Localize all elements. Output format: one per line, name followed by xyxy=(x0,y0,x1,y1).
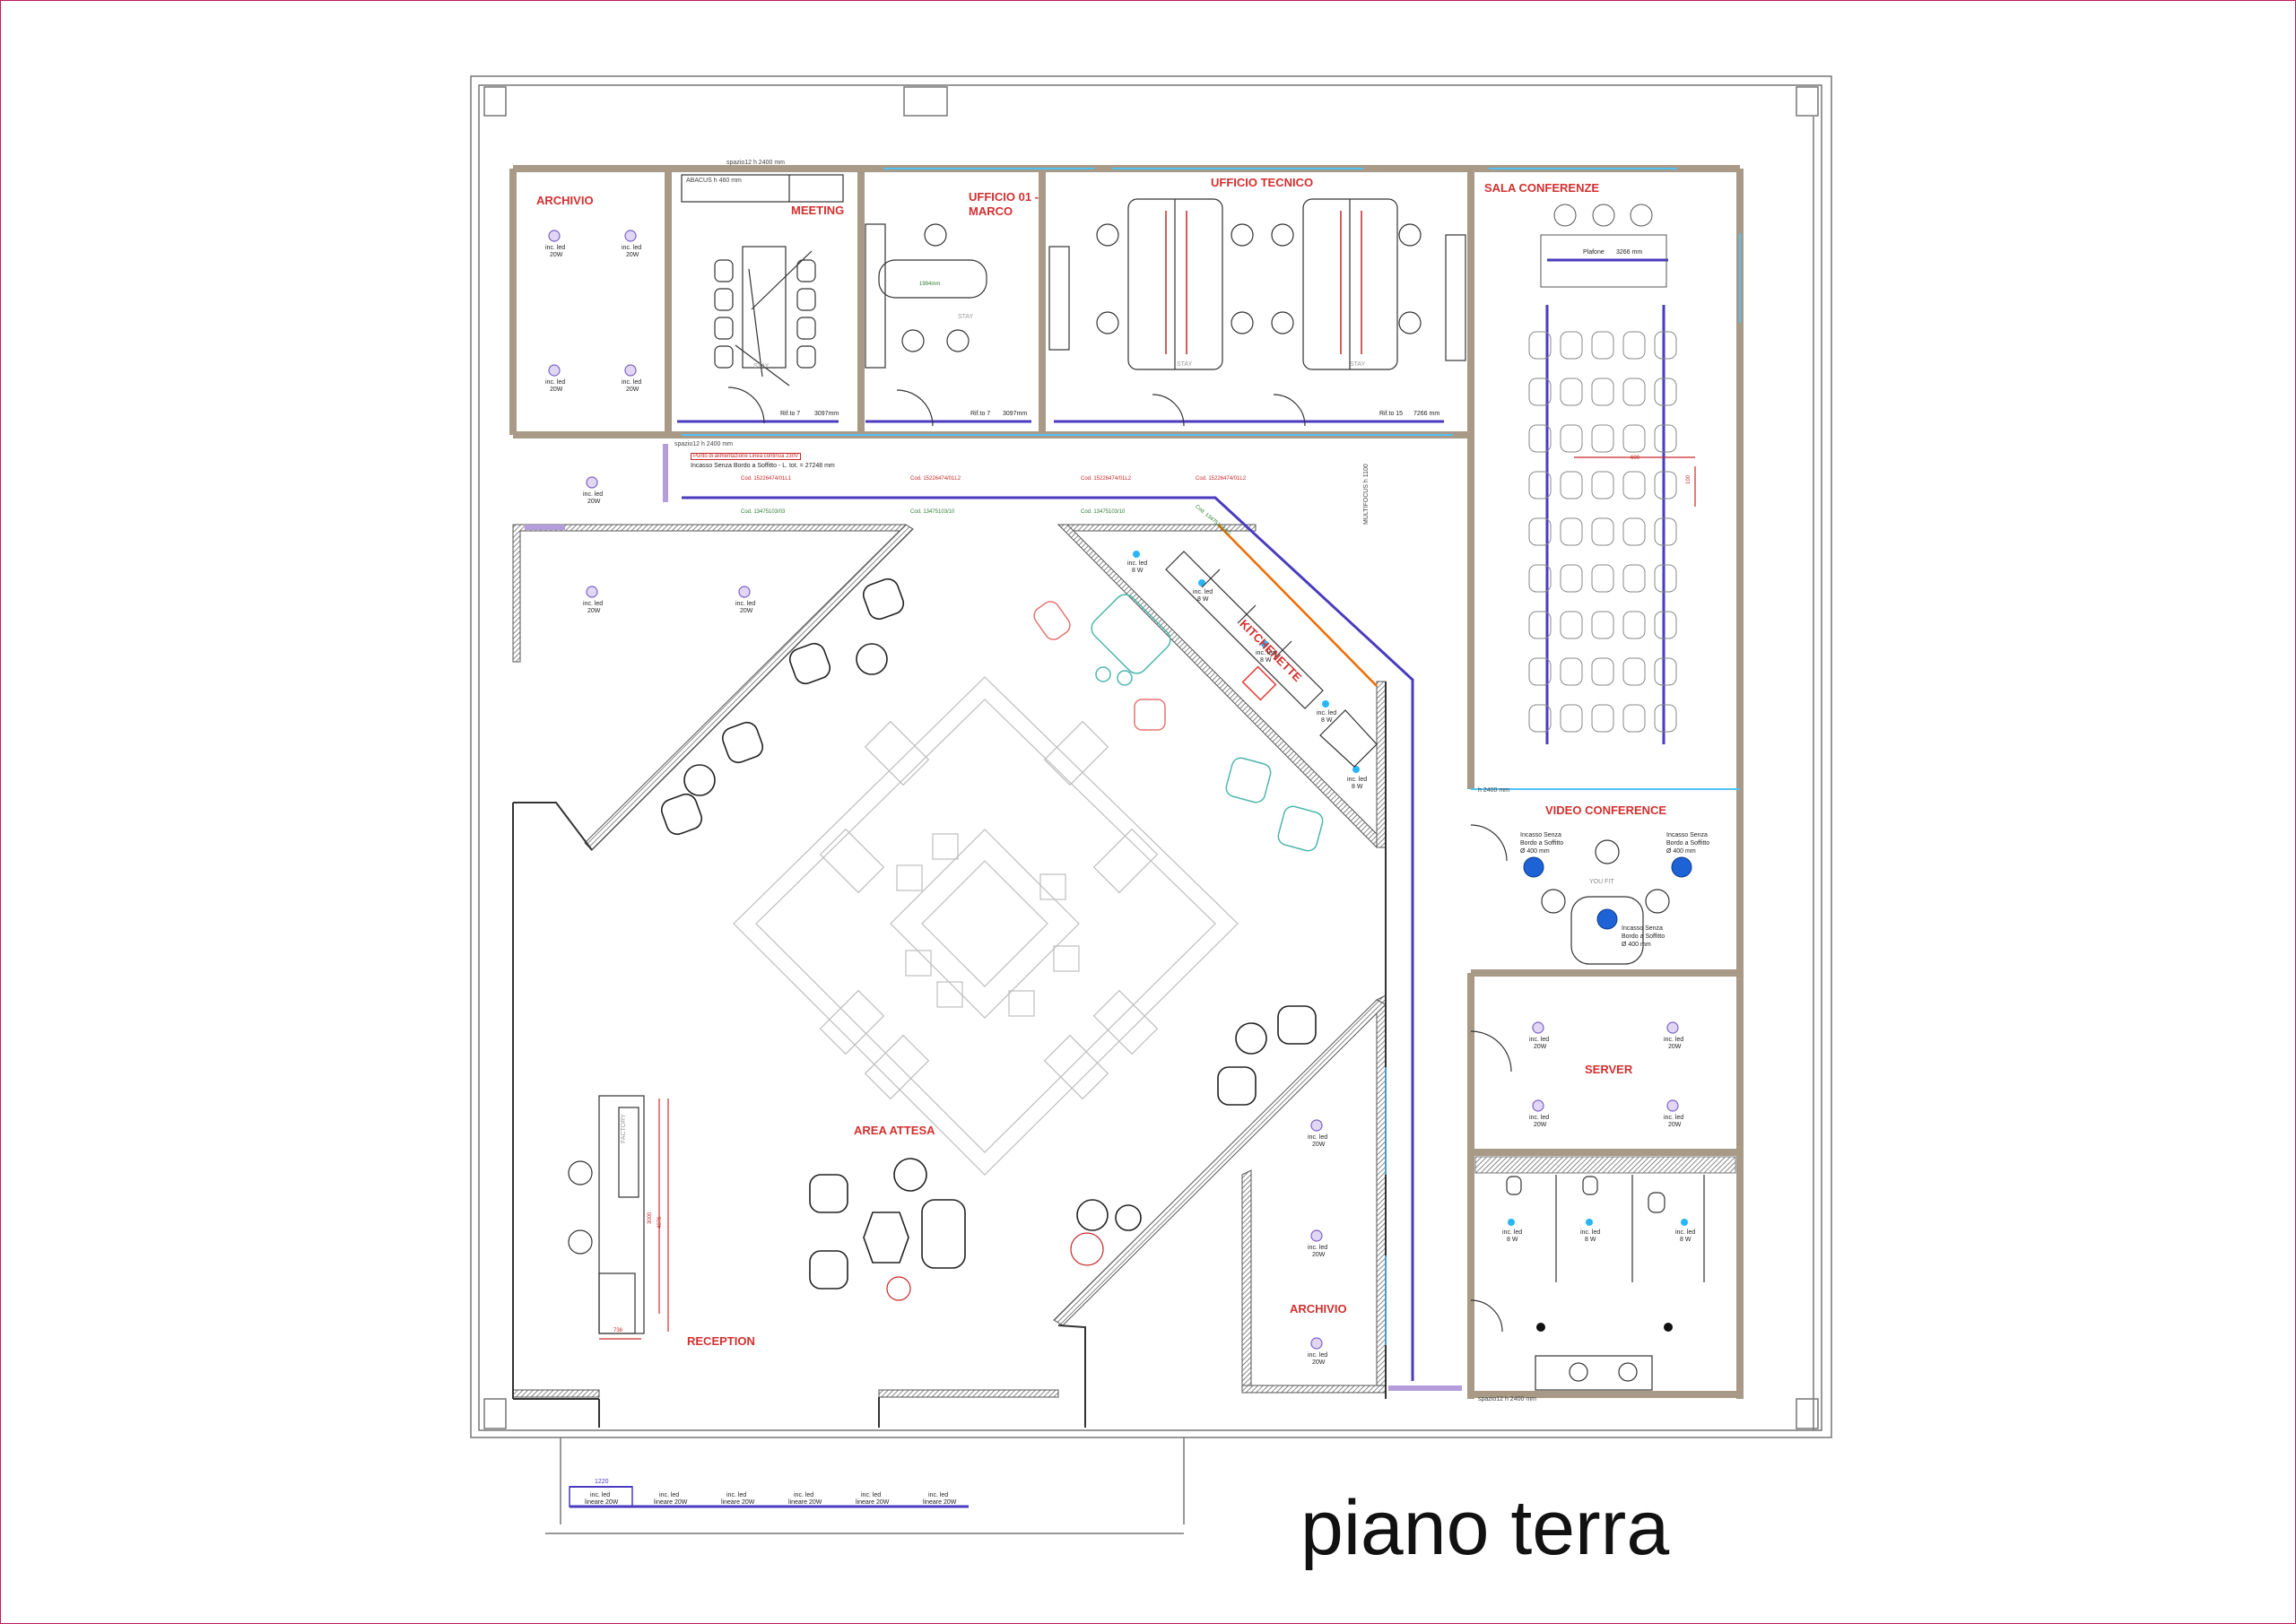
conference-chair xyxy=(1528,517,1552,546)
conference-chair xyxy=(1622,611,1646,639)
conference-chair xyxy=(1560,378,1583,406)
vc-furniture xyxy=(1470,824,1670,965)
conference-chair xyxy=(1654,611,1677,639)
conference-chair xyxy=(1560,517,1583,546)
server-wc xyxy=(1470,1030,1705,1391)
conference-chair xyxy=(1622,704,1646,733)
building-outline xyxy=(470,75,1832,1534)
tecnico-red-lines xyxy=(1165,211,1362,354)
conference-chair xyxy=(1591,564,1614,593)
black-lights xyxy=(1536,1323,1673,1332)
conference-chairs xyxy=(1528,331,1677,733)
conference-chair xyxy=(1591,331,1614,360)
orange-kitchen-line xyxy=(1217,524,1378,687)
conference-chair xyxy=(1654,424,1677,453)
conference-chair xyxy=(1622,471,1646,499)
kitchenette-furniture xyxy=(1165,551,1378,768)
conference-chair xyxy=(1622,517,1646,546)
reception-dims xyxy=(599,1099,669,1340)
conference-chair xyxy=(1560,657,1583,686)
conference-chair xyxy=(1560,611,1583,639)
conference-furniture xyxy=(1540,204,1667,288)
conference-chair xyxy=(1654,517,1677,546)
conference-chair xyxy=(1591,517,1614,546)
conference-chair xyxy=(1654,564,1677,593)
vc-ceiling-lights xyxy=(1523,856,1692,930)
waiting-seating xyxy=(660,578,1317,1290)
conference-chair xyxy=(1591,704,1614,733)
conference-chair xyxy=(1654,471,1677,499)
conference-chair xyxy=(1528,704,1552,733)
tecnico-furniture xyxy=(1048,198,1466,427)
conference-chair xyxy=(1591,424,1614,453)
plan-title: piano terra xyxy=(1300,1485,1670,1571)
conference-chair xyxy=(1591,611,1614,639)
conference-chair xyxy=(1528,564,1552,593)
lounge-diamond xyxy=(733,676,1239,1176)
conference-chair xyxy=(1622,657,1646,686)
strip-legend xyxy=(569,1486,633,1507)
conference-chair xyxy=(1654,704,1677,733)
conference-chair xyxy=(1591,471,1614,499)
conference-chair xyxy=(1560,471,1583,499)
wall-openings xyxy=(682,168,1741,790)
conference-chair xyxy=(1528,471,1552,499)
led-line-light xyxy=(525,444,1462,1391)
conference-chair xyxy=(1654,331,1677,360)
waiting-red-table xyxy=(886,1232,1104,1301)
conference-chair xyxy=(1560,331,1583,360)
conference-chair xyxy=(1528,378,1552,406)
conference-chair xyxy=(1622,378,1646,406)
conference-chair xyxy=(1528,657,1552,686)
cyan-lights xyxy=(1133,551,1688,1226)
kitchen-colored xyxy=(1033,594,1324,852)
server-hatch xyxy=(1474,1156,1736,1174)
conference-chair xyxy=(1654,657,1677,686)
meeting-furniture xyxy=(681,174,844,424)
conference-chair xyxy=(1622,564,1646,593)
ufficio01-furniture xyxy=(865,223,987,427)
conference-chair xyxy=(1622,331,1646,360)
conference-chair xyxy=(1528,611,1552,639)
conference-chair xyxy=(1591,378,1614,406)
conf-red-marks xyxy=(1574,456,1696,507)
reception-desk xyxy=(568,1095,645,1334)
conference-chair xyxy=(1560,564,1583,593)
conference-chair xyxy=(1622,424,1646,453)
conference-chair xyxy=(1560,424,1583,453)
conference-chair xyxy=(1591,657,1614,686)
hatched-walls xyxy=(512,524,1387,1398)
led-line-track xyxy=(570,258,1668,1508)
conference-chair xyxy=(1528,424,1552,453)
conference-chair xyxy=(1654,378,1677,406)
conference-chair xyxy=(1560,704,1583,733)
conference-chair xyxy=(1528,331,1552,360)
archivio-lights xyxy=(548,230,1679,1350)
